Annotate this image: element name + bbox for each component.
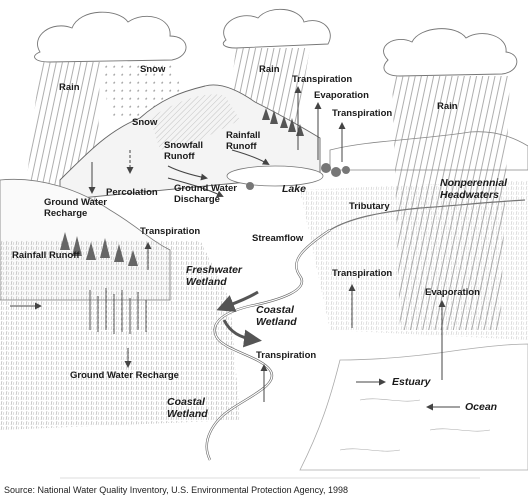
wave-lines bbox=[339, 398, 491, 452]
label-rain-middle: Rain bbox=[259, 64, 280, 75]
streamflow-arrows bbox=[216, 290, 262, 348]
cloud-left bbox=[34, 11, 187, 63]
label-freshwater-wetland: Freshwater Wetland bbox=[186, 264, 243, 288]
label-transpiration-bottom: Transpiration bbox=[256, 350, 317, 361]
tree-cluster-wetland bbox=[89, 288, 147, 334]
cloud-right bbox=[383, 28, 518, 77]
label-transpiration-left: Transpiration bbox=[140, 226, 201, 237]
label-evaporation-top: Evaporation bbox=[314, 90, 369, 101]
land-shading bbox=[0, 240, 240, 430]
label-nonperennial-headwaters: Nonperennial Headwaters bbox=[440, 177, 508, 201]
lake-body bbox=[226, 165, 324, 187]
label-snow-top: Snow bbox=[140, 64, 166, 75]
tree-cluster-left bbox=[60, 232, 138, 266]
label-streamflow: Streamflow bbox=[252, 233, 304, 244]
label-lake: Lake bbox=[282, 183, 306, 195]
estuary-water bbox=[299, 343, 528, 471]
tree-cluster-lake bbox=[246, 163, 350, 190]
label-snowfall-runoff: Snowfall Runoff bbox=[164, 140, 204, 162]
label-ocean: Ocean bbox=[465, 401, 498, 413]
label-rainfall-runoff-left: Rainfall Runoff bbox=[12, 250, 80, 261]
process-arrows bbox=[10, 86, 460, 411]
label-transpiration-mid: Transpiration bbox=[332, 268, 393, 279]
river-inner bbox=[206, 229, 331, 461]
label-transpiration-top: Transpiration bbox=[292, 74, 353, 85]
label-rainfall-runoff-mountain: Rainfall Runoff bbox=[226, 130, 261, 152]
label-ground-water-recharge-bottom: Ground Water Recharge bbox=[70, 370, 179, 381]
far-hills bbox=[329, 131, 528, 171]
mountain-shading bbox=[150, 94, 240, 150]
source-caption: Source: National Water Quality Inventory… bbox=[4, 485, 349, 495]
tributary-line bbox=[329, 199, 526, 231]
label-rain-left: Rain bbox=[59, 82, 80, 93]
label-estuary: Estuary bbox=[392, 376, 431, 388]
label-evaporation-right: Evaporation bbox=[425, 287, 480, 298]
label-rain-right: Rain bbox=[437, 101, 458, 112]
label-ground-water-recharge-left: Ground Water Recharge bbox=[44, 197, 107, 219]
label-coastal-wetland-mid: Coastal Wetland bbox=[256, 304, 297, 328]
label-percolation: Percolation bbox=[106, 187, 158, 198]
label-tributary: Tributary bbox=[349, 201, 390, 212]
label-transpiration-right-top: Transpiration bbox=[332, 108, 393, 119]
right-land bbox=[300, 180, 528, 340]
label-coastal-wetland-bottom: Coastal Wetland bbox=[167, 396, 208, 420]
label-snow-mountain: Snow bbox=[132, 117, 158, 128]
cloud-middle bbox=[222, 8, 331, 49]
label-ground-water-discharge: Ground Water Discharge bbox=[174, 183, 237, 205]
